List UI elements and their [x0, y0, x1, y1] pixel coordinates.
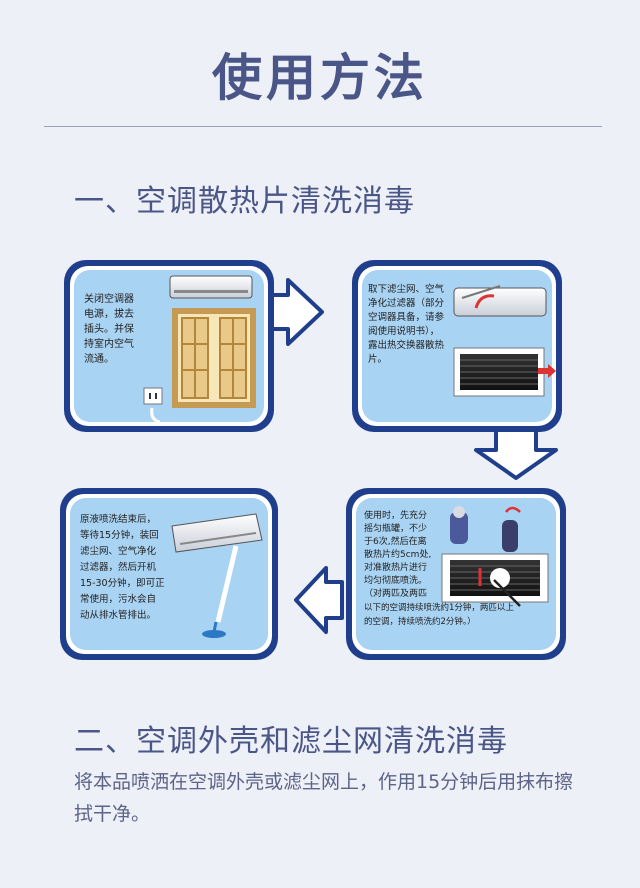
arrow-down-icon — [474, 426, 558, 480]
step3-line: 的空调，持续喷洗约2分钟。） — [364, 616, 476, 627]
heat-exchanger-fins-icon — [453, 347, 556, 397]
step3-line: 摇匀瓶罐，不少 — [364, 522, 427, 534]
air-conditioner-open-icon — [453, 287, 547, 317]
window-icon — [172, 308, 256, 408]
svg-text:使用时，先充分 摇匀瓶罐，不少 于6: 使用时，先充分 摇匀瓶罐，不少 于6次,然后在离 散热片约5cm处, 对准散热片… — [364, 509, 517, 627]
step1-line: 持室内空气 — [84, 337, 134, 350]
step4-line: 等待15分钟，装回 — [80, 529, 159, 541]
step1-line: 电源，拔去 — [84, 307, 134, 320]
section-heading-heatsink: 一、空调散热片清洗消毒 — [74, 184, 415, 219]
step-card-2: 取下滤尘网、空气 净化过滤器（部分 空调器具备，请参 阅使用说明书）， 露出热交… — [352, 260, 562, 432]
step4-line: 15-30分钟，即可正 — [80, 577, 165, 589]
spray-can-icon — [450, 506, 521, 552]
step3-line: 于6次,然后在离 — [364, 535, 427, 547]
step1-line: 流通。 — [84, 352, 114, 365]
power-socket-icon — [143, 387, 163, 424]
step-card-1: 关闭空调器 电源，拔去 插头。并保 持室内空气 流通。 — [64, 260, 274, 432]
step4-line: 常使用，污水会自 — [80, 593, 156, 605]
step2-line: 空调器具备，请参 — [368, 311, 445, 323]
step4-line: 过滤器，然后开机 — [80, 561, 157, 573]
step3-line: 对准散热片进行 — [364, 561, 427, 573]
step-card-4: 原液喷洗结束后， 等待15分钟，装回 滤尘网、空气净化 过滤器，然后开机 15-… — [60, 488, 278, 660]
air-conditioner-icon — [171, 513, 263, 553]
section-heading-shell-filter: 二、空调外壳和滤尘网清洗消毒 — [74, 724, 508, 759]
section-body-text: 将本品喷洒在空调外壳或滤尘网上，作用15分钟后用抹布擦拭干净。 — [74, 771, 574, 825]
step2-line: 阅使用说明书）， — [368, 325, 439, 337]
step4-line: 动从排水管排出。 — [80, 609, 156, 621]
air-conditioner-icon — [169, 275, 253, 299]
step2-line: 片。 — [368, 353, 387, 365]
step3-line: 使用时，先充分 — [364, 509, 427, 521]
step2-line: 取下滤尘网、空气 — [368, 283, 445, 295]
step3-line: 均匀彻底喷洗。 — [364, 574, 427, 586]
drain-pipe-icon — [202, 545, 239, 638]
cleaning-steps-diagram: 关闭空调器 电源，拔去 插头。并保 持室内空气 流通。 取下滤尘网、空气 净化过… — [60, 260, 566, 660]
step-card-3: 使用时，先充分 摇匀瓶罐，不少 于6次,然后在离 散热片约5cm处, 对准散热片… — [346, 488, 566, 660]
step2-line: 露出热交换器散热 — [368, 339, 445, 351]
step1-line: 关闭空调器 — [84, 292, 134, 305]
title-divider — [44, 126, 602, 127]
step3-line: （对两匹及两匹 — [364, 587, 427, 599]
svg-text:关闭空调器 电源，拔去 插头。并保: 关闭空调器 电源，拔去 插头。并保 持室内空气 流通。 — [84, 292, 137, 365]
svg-text:原液喷洗结束后， 等待15分钟，装回: 原液喷洗结束后， 等待15分钟，装回 滤尘网、空气净化 过滤器，然后开机 15-… — [80, 513, 168, 621]
step2-line: 净化过滤器（部分 — [368, 297, 445, 309]
step3-line: 散热片约5cm处, — [364, 548, 431, 560]
arrow-left-icon — [294, 566, 344, 634]
page-title: 使用方法 — [212, 49, 428, 107]
step4-line: 滤尘网、空气净化 — [80, 545, 157, 557]
svg-text:取下滤尘网、空气 净化过滤器（部分: 取下滤尘网、空气 净化过滤器（部分 空调器具备，请参 阅使用说明书）， 露出热交… — [368, 283, 447, 365]
step1-line: 插头。并保 — [84, 322, 134, 335]
heat-exchanger-fins-icon — [441, 553, 549, 607]
foam-spray-icon — [490, 568, 510, 588]
step3-line: 以下的空调持续喷洗约1分钟，两匹以上 — [364, 602, 514, 613]
step4-line: 原液喷洗结束后， — [80, 513, 156, 525]
arrow-right-icon — [270, 278, 324, 346]
